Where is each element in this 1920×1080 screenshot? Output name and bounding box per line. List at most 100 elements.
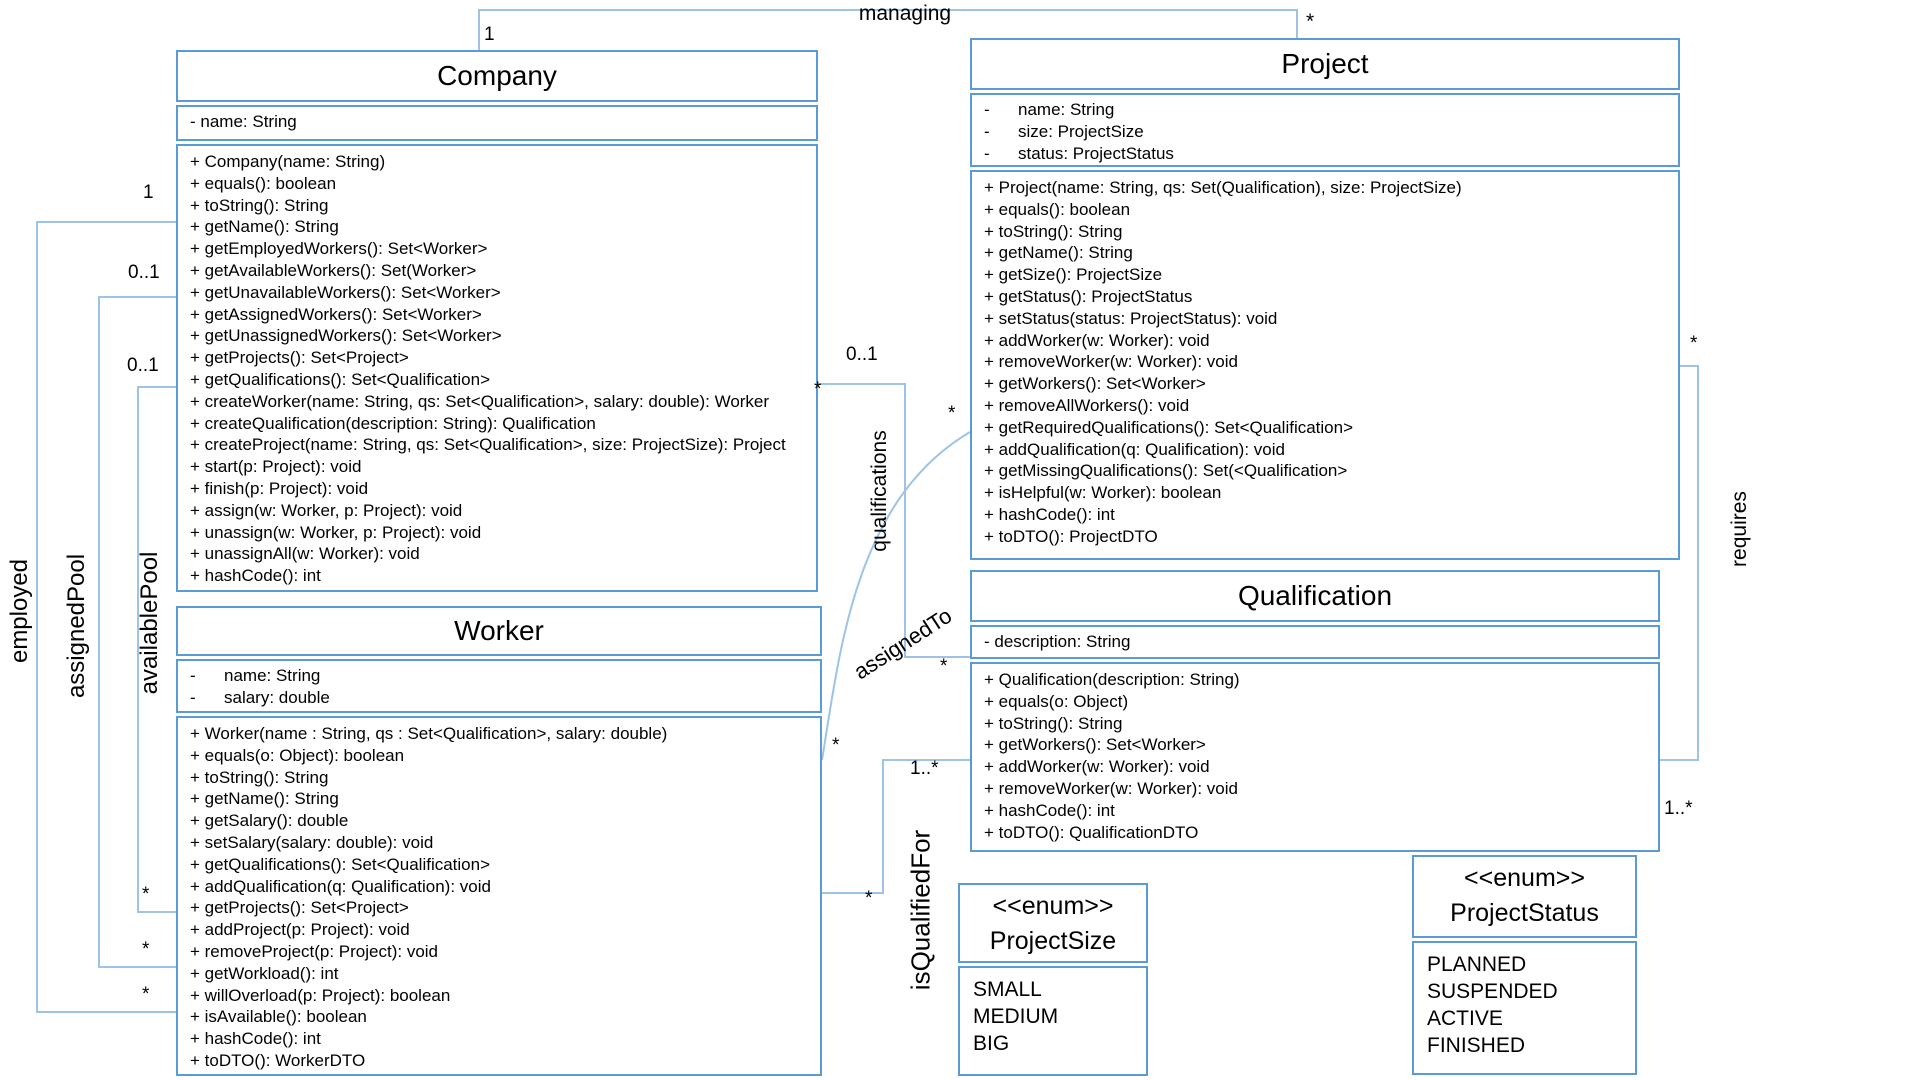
- requires-label: requires: [1728, 491, 1751, 567]
- method-line: + Company(name: String): [190, 152, 386, 171]
- isqualifiedfor-qualification-multiplicity: 1..*: [910, 758, 939, 779]
- method-line: + getWorkers(): Set<Worker>: [984, 735, 1206, 755]
- enum-value: MEDIUM: [973, 1005, 1059, 1028]
- class-worker: Worker - name: String- salary: double + …: [176, 606, 822, 1079]
- managing-project-multiplicity: *: [1306, 10, 1315, 33]
- method-line: + hashCode(): int: [190, 1029, 321, 1049]
- class-project-title: Project: [970, 38, 1680, 90]
- qualifications-label: qualifications: [868, 430, 891, 552]
- method-line: + Qualification(description: String): [984, 670, 1240, 689]
- method-line: + getUnavailableWorkers(): Set<Worker>: [190, 282, 501, 302]
- availablepool-association-line: [137, 386, 176, 913]
- class-project-methods: + Project(name: String, qs: Set(Qualific…: [970, 170, 1680, 560]
- method-line: + Worker(name : String, qs : Set<Qualifi…: [190, 724, 668, 743]
- method-line: + getAssignedWorkers(): Set<Worker>: [190, 304, 482, 324]
- isqualifiedfor-label: isQualifiedFor: [905, 829, 936, 991]
- attribute-line: - size: ProjectSize: [984, 121, 1144, 141]
- method-line: + getQualifications(): Set<Qualification…: [190, 369, 491, 389]
- assignedpool-label: assignedPool: [63, 553, 90, 699]
- attribute-line: - name: String: [190, 112, 297, 131]
- qualifications-company-multiplicity: 0..1: [846, 344, 878, 365]
- method-line: + createWorker(name: String, qs: Set<Qua…: [190, 391, 770, 411]
- assignedpool-worker-multiplicity: *: [142, 939, 150, 960]
- assignedto-association-line: [821, 431, 971, 761]
- employed-company-multiplicity: 1: [143, 182, 154, 203]
- method-line: + getUnassignedWorkers(): Set<Worker>: [190, 326, 502, 346]
- method-line: + getStatus(): ProjectStatus: [984, 286, 1193, 306]
- method-line: + getProjects(): Set<Project>: [190, 348, 409, 368]
- method-line: + getName(): String: [190, 789, 339, 809]
- enum-value: SMALL: [973, 978, 1042, 1001]
- method-line: + getWorkload(): int: [190, 963, 339, 983]
- availablepool-company-multiplicity: 0..1: [127, 355, 159, 376]
- attribute-line: - description: String: [984, 632, 1131, 651]
- method-line: + toDTO(): WorkerDTO: [190, 1050, 366, 1070]
- assignedpool-association-line: [98, 296, 176, 968]
- attribute-line: - status: ProjectStatus: [984, 143, 1174, 163]
- managing-company-multiplicity: 1: [484, 24, 495, 45]
- method-line: + toString(): String: [190, 767, 329, 787]
- isqualifiedfor-worker-multiplicity: *: [865, 888, 873, 909]
- class-company-title: Company: [176, 50, 818, 102]
- method-line: + getQualifications(): Set<Qualification…: [190, 854, 491, 874]
- enum-value: PLANNED: [1427, 953, 1527, 976]
- method-line: + isAvailable(): boolean: [190, 1007, 367, 1027]
- method-line: + getMissingQualifications(): Set(<Quali…: [984, 461, 1348, 481]
- method-line: + start(p: Project): void: [190, 457, 362, 477]
- method-line: + equals(o: Object): boolean: [190, 745, 405, 765]
- method-line: + removeProject(p: Project): void: [190, 941, 439, 961]
- method-line: + addWorker(w: Worker): void: [984, 757, 1210, 777]
- method-line: + addQualification(q: Qualification): vo…: [190, 876, 491, 896]
- class-company-attributes: - name: String: [176, 105, 818, 141]
- employed-label: employed: [6, 558, 33, 664]
- class-company-methods: + Company(name: String) + equals(): boole…: [176, 144, 818, 592]
- class-worker-attributes: - name: String- salary: double: [176, 659, 822, 713]
- employed-association-line: [36, 221, 176, 1013]
- class-qualification-attributes: - description: String: [970, 625, 1660, 659]
- requires-association-line: [1660, 365, 1699, 761]
- method-line: + setSalary(salary: double): void: [190, 832, 434, 852]
- class-worker-title: Worker: [176, 606, 822, 656]
- enum-stereotype: <<enum>>: [1464, 864, 1585, 892]
- class-project: Project - name: String - size: ProjectSiz…: [970, 38, 1680, 563]
- managing-label: managing: [858, 2, 952, 25]
- attribute-line: - name: String: [984, 100, 1115, 119]
- qualifications-company-star: *: [814, 379, 822, 400]
- method-line: + getName(): String: [190, 217, 339, 237]
- method-line: + toDTO(): ProjectDTO: [984, 526, 1158, 546]
- method-line: + willOverload(p: Project): boolean: [190, 985, 451, 1005]
- method-line: + unassignAll(w: Worker): void: [190, 544, 420, 564]
- qualifications-association-line: [818, 383, 970, 658]
- method-line: + assign(w: Worker, p: Project): void: [190, 500, 463, 520]
- method-line: + setStatus(status: ProjectStatus): void: [984, 308, 1278, 328]
- requires-project-multiplicity: *: [1690, 333, 1698, 354]
- method-line: + getWorkers(): Set<Worker>: [984, 374, 1206, 394]
- class-worker-methods: + Worker(name : String, qs : Set<Qualifi…: [176, 716, 822, 1076]
- assignedto-worker-multiplicity: *: [832, 735, 840, 756]
- class-qualification-title: Qualification: [970, 570, 1660, 622]
- enum-projectstatus-header: <<enum>> ProjectStatus: [1412, 855, 1637, 938]
- requires-qualification-multiplicity: 1..*: [1664, 798, 1693, 819]
- availablepool-label: availablePool: [136, 551, 163, 695]
- method-line: + getName(): String: [984, 243, 1133, 263]
- method-line: + removeWorker(w: Worker): void: [984, 352, 1238, 372]
- method-line: + equals(): boolean: [190, 173, 337, 193]
- enum-projectstatus-name: ProjectStatus: [1450, 899, 1599, 927]
- method-line: + getSize(): ProjectSize: [984, 265, 1163, 285]
- employed-worker-multiplicity: *: [142, 984, 150, 1005]
- method-line: + getProjects(): Set<Project>: [190, 898, 409, 918]
- assignedto-project-multiplicity: *: [948, 403, 956, 424]
- method-line: + getRequiredQualifications(): Set<Quali…: [984, 417, 1354, 437]
- enum-projectsize-header: <<enum>> ProjectSize: [958, 883, 1148, 963]
- qualifications-qualification-multiplicity: *: [940, 656, 948, 677]
- enum-value: FINISHED: [1427, 1034, 1526, 1057]
- method-line: + addWorker(w: Worker): void: [984, 330, 1210, 350]
- attribute-line: - name: String: [190, 666, 321, 685]
- method-line: + hashCode(): int: [984, 800, 1115, 820]
